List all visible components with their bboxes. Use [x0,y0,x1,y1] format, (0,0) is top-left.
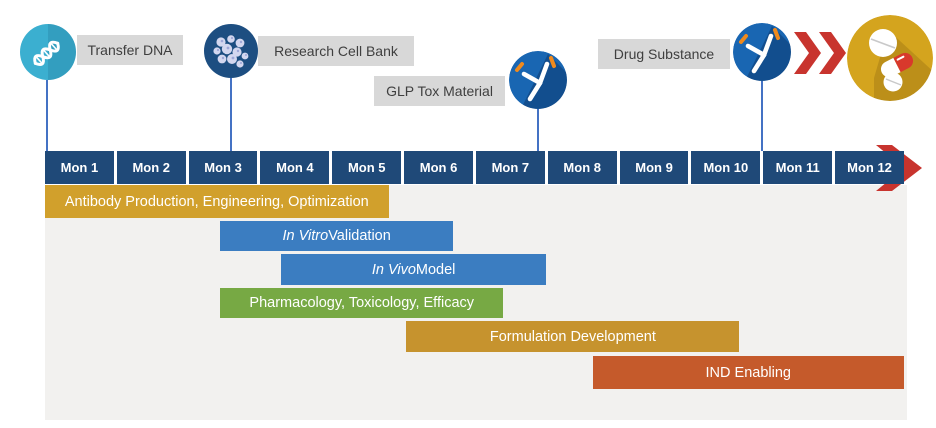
antibody-icon [733,23,791,81]
timeline-month: Mon 7 [475,151,545,184]
task-label-italic: In Vivo [371,261,416,278]
task-bar-in-vitro-validation: In Vitro Validation [220,221,453,251]
timeline-month: Mon 1 [45,151,114,184]
timeline-month: Mon 8 [547,151,617,184]
drop-line [761,81,763,151]
task-bar-pharmacology-toxicology-efficacy: Pharmacology, Toxicology, Efficacy [220,288,504,318]
task-bar-antibody-production: Antibody Production, Engineering, Optimi… [45,185,389,218]
drop-line [46,80,48,151]
antibody-icon [509,51,567,109]
task-bar-in-vivo-model: In Vivo Model [281,254,547,285]
task-label: Antibody Production, Engineering, Optimi… [64,193,369,210]
double-chevron-right-icon [794,32,846,74]
task-label: Pharmacology, Toxicology, Efficacy [249,295,475,311]
timeline-month: Mon 2 [116,151,186,184]
dna-icon [20,24,76,80]
milestone-label-drug-substance: Drug Substance [598,39,730,69]
timeline-month: Mon 9 [619,151,689,184]
task-bar-ind-enabling: IND Enabling [592,356,904,389]
timeline-month: Mon 3 [188,151,258,184]
timeline-month: Mon 5 [332,151,402,184]
cell-bank-icon [204,24,258,78]
task-label: Validation [328,228,391,244]
pills-icon [847,15,933,101]
task-bar-formulation-development: Formulation Development [406,321,740,352]
timeline-month: Mon 12 [835,151,904,184]
task-label: Model [415,261,456,278]
drop-line [230,78,232,151]
timeline-month: Mon 4 [260,151,330,184]
timeline-month: Mon 10 [691,151,761,184]
task-label: Formulation Development [489,328,656,345]
drop-line [537,109,539,151]
milestone-label-transfer-dna: Transfer DNA [77,35,183,65]
timeline-month: Mon 6 [404,151,473,184]
task-label-italic: In Vitro [282,228,329,244]
timeline-month: Mon 11 [763,151,833,184]
task-label: IND Enabling [705,364,791,381]
milestone-label-research-cell-bank: Research Cell Bank [258,36,414,66]
milestone-label-glp-tox-material: GLP Tox Material [374,76,505,106]
